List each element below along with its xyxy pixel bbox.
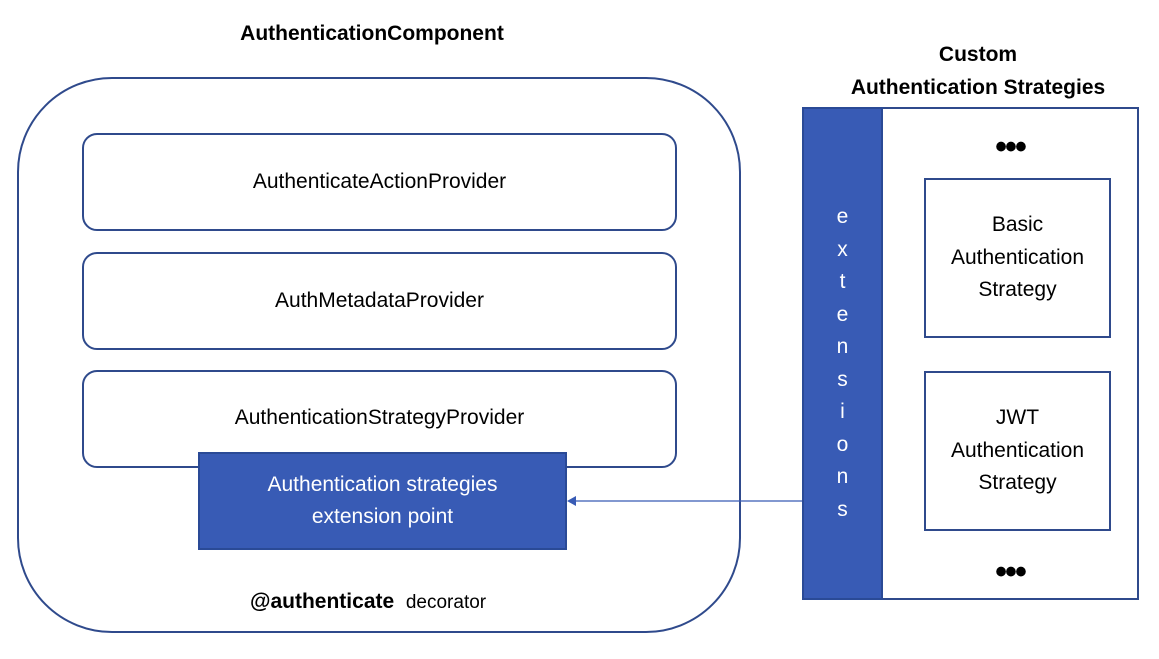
auth-metadata-provider: AuthMetadataProvider [82,252,677,350]
component-title: AuthenticationComponent [240,22,504,45]
extensions-letter: t [839,270,846,293]
strategy-line: Strategy [978,278,1057,302]
decorator-label: @authenticate decorator [250,590,486,614]
strategy-line: JWT [995,406,1040,430]
strategy-line: Strategy [978,471,1057,495]
extensions-letter: e [836,302,849,326]
extension-point-line1: Authentication strategies [267,473,498,496]
strategy-line: Authentication [950,438,1085,462]
extensions-letter: i [840,400,845,423]
ellipsis-top: ••• [995,128,1027,166]
extensions-letter: n [836,335,849,358]
extensions-letter: e [836,205,849,228]
extension-point-line2: extension point [311,505,454,528]
extensions-letter: n [836,465,849,488]
ellipsis-bottom: ••• [995,553,1027,591]
authenticate-action-provider: AuthenticateActionProvider [82,133,677,231]
extensions-letter: o [836,432,849,456]
decorator-name: @authenticate [250,590,395,613]
title-line2: Authentication Strategies [850,76,1106,99]
extension-point-box: Authentication strategies extension point [198,452,567,550]
extensions-letter: x [837,237,848,261]
decorator-text: decorator [405,592,487,613]
extensions-letter: s [837,497,848,521]
title-line1: Custom [938,43,1018,66]
strategy-line: Authentication [950,245,1085,269]
arrow-head-icon [567,496,576,506]
authentication-component-container [17,77,741,633]
extensions-letter: s [837,367,848,391]
strategy-line: Basic [991,213,1044,237]
